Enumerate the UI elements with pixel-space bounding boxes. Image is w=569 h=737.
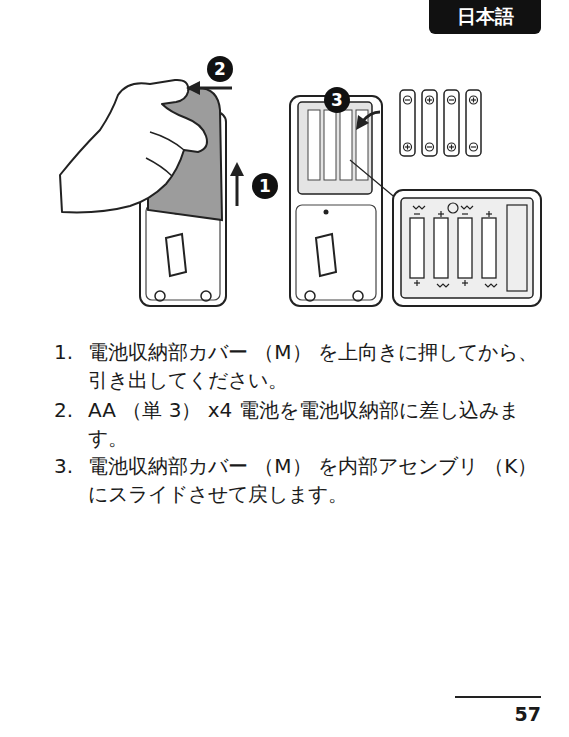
step-text: 電池収納部カバー （M） を上向きに押してから、引き出してください。 [88,338,554,394]
callout-number: 3 [324,87,350,113]
language-tab: 日本語 [429,0,541,34]
callout-number: 2 [207,56,233,82]
page-number: 57 [515,703,541,725]
step-text: 電池収納部カバー （M） を内部アセンブリ （K） にスライドさせて戻します。 [88,452,554,508]
language-label: 日本語 [457,4,514,30]
step-number: 3. [54,452,73,480]
step-text: AA （単 3） x4 電池を電池収納部に差し込みます。 [88,396,554,452]
callout-number: 1 [252,173,278,199]
step-number: 2. [54,396,73,424]
step-number: 1. [54,338,73,366]
